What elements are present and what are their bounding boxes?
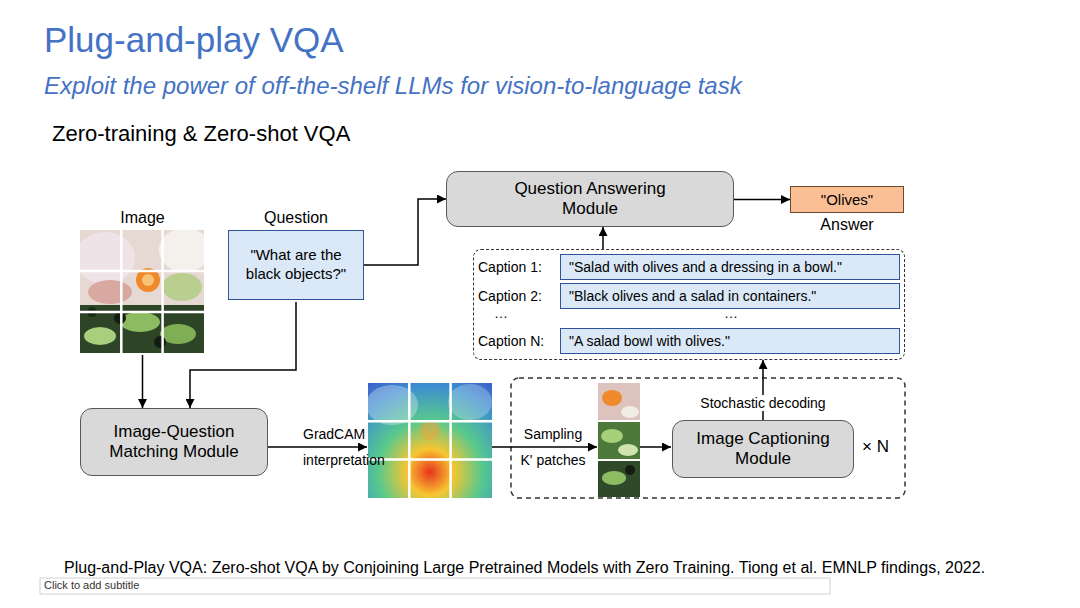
flow-arrow: [268, 446, 367, 448]
caption-panel: "A salad bowl with olives.": [560, 328, 900, 354]
subtitle: Exploit the power of off-the-shelf LLMs …: [44, 72, 742, 100]
connector-arrow: [364, 199, 446, 265]
photo-grid: [80, 270, 204, 273]
gradcam-heatmap: [420, 420, 440, 440]
sampled-patches: [602, 471, 626, 485]
input-image: Image: [80, 208, 205, 355]
module-box: Question Answering Module: [446, 171, 734, 227]
citation: Plug-and-Play VQA: Zero-shot VQA by Conj…: [64, 559, 985, 577]
sampled-patches: [598, 383, 640, 497]
sampled-patches: [598, 422, 640, 459]
sampled-patches: [618, 444, 638, 456]
food-photo: [114, 312, 126, 324]
answer-heading: Answer: [790, 216, 904, 234]
gradcam-heatmap: [448, 384, 492, 420]
caption-text: "A salad bowl with olives.": [569, 333, 730, 349]
caption-row: Caption 2: "Black olives and a salad in c…: [478, 283, 900, 309]
food-photo: [142, 274, 154, 286]
connector-arrow: [734, 199, 790, 201]
sampled-patches: [601, 429, 623, 443]
repeat-count: × N: [862, 437, 889, 457]
connector-arrow: [190, 302, 296, 408]
sampled-patches: [625, 465, 635, 475]
food-photo: [80, 305, 204, 353]
caption-row: Caption 1: "Salad with olives and a dress…: [478, 254, 900, 280]
answer-panel: "Olives": [790, 186, 904, 213]
sampling-group-border: [511, 378, 905, 498]
ellipsis: …: [494, 305, 508, 321]
answer-text: "Olives": [821, 191, 873, 208]
food-photo: [120, 312, 160, 332]
slide-title: Plug-and-play VQA: [44, 20, 344, 60]
question-panel: "What are the black objects?": [228, 230, 364, 300]
gradcam-heatmap: [368, 383, 492, 498]
caption-text: "Black olives and a salad in containers.…: [569, 288, 816, 304]
box-heading: Question: [228, 208, 364, 228]
flow-arrow: [492, 446, 597, 448]
heatmap-grid: [368, 420, 492, 423]
heatmap-grid: [368, 383, 492, 498]
heatmap-grid: [449, 383, 452, 498]
section-heading: Zero-training & Zero-shot VQA: [52, 121, 350, 147]
question-box: Question "What are the black objects?": [228, 208, 364, 302]
sampled-patches: [598, 461, 640, 497]
food-photo: [80, 232, 135, 284]
heatmap-grid: [368, 458, 492, 461]
food-photo: [159, 230, 204, 272]
connector-arrow: [142, 355, 144, 408]
edge-label: Stochastic decoding: [697, 395, 828, 411]
arrow-label: Sampling K' patches: [520, 421, 586, 473]
food-photo: [162, 273, 202, 301]
photo-grid: [80, 230, 204, 353]
answer-box: "Olives" Answer: [790, 186, 904, 236]
caption-panel: "Salad with olives and a dressing in a b…: [560, 254, 900, 280]
sampled-patches: [602, 390, 622, 406]
food-photo: [154, 336, 166, 348]
connector-arrow: [602, 227, 604, 249]
caption-label: Caption 2:: [478, 283, 560, 309]
placeholder-text: Click to add subtitle: [44, 579, 139, 591]
question-text: "What are the black objects?": [237, 246, 355, 284]
caption-row: Caption N: "A salad bowl with olives.": [478, 328, 900, 354]
caption-label: Caption N:: [478, 328, 560, 354]
sampled-patches: [621, 406, 639, 418]
module-box: Image Captioning Module: [672, 420, 854, 478]
image-heading: Image: [80, 208, 205, 228]
connector-arrow: [762, 360, 764, 420]
caption-panel: "Black olives and a salad in containers.…: [560, 283, 900, 309]
photo-grid: [80, 311, 204, 314]
subtitle-placeholder: [40, 578, 830, 594]
heatmap-grid: [408, 383, 411, 498]
module-name: Image Captioning Module: [683, 429, 843, 470]
module-box: Image-Question Matching Module: [80, 408, 268, 476]
arrow-label: GradCAM interpretation: [303, 421, 333, 473]
caption-group: ……Caption 1:"Salad with olives and a dre…: [473, 249, 905, 360]
photo-grid: [161, 230, 164, 353]
food-photo: [80, 230, 204, 353]
food-photo: [84, 327, 116, 345]
module-name: Image-Question Matching Module: [91, 422, 257, 463]
photo-grid: [120, 230, 123, 353]
sampled-patches: [598, 383, 640, 420]
flow-arrow: [640, 446, 671, 448]
food-photo: [88, 280, 132, 304]
caption-text: "Salad with olives and a dressing in a b…: [569, 259, 842, 275]
caption-label: Caption 1:: [478, 254, 560, 280]
module-name: Question Answering Module: [495, 179, 685, 220]
